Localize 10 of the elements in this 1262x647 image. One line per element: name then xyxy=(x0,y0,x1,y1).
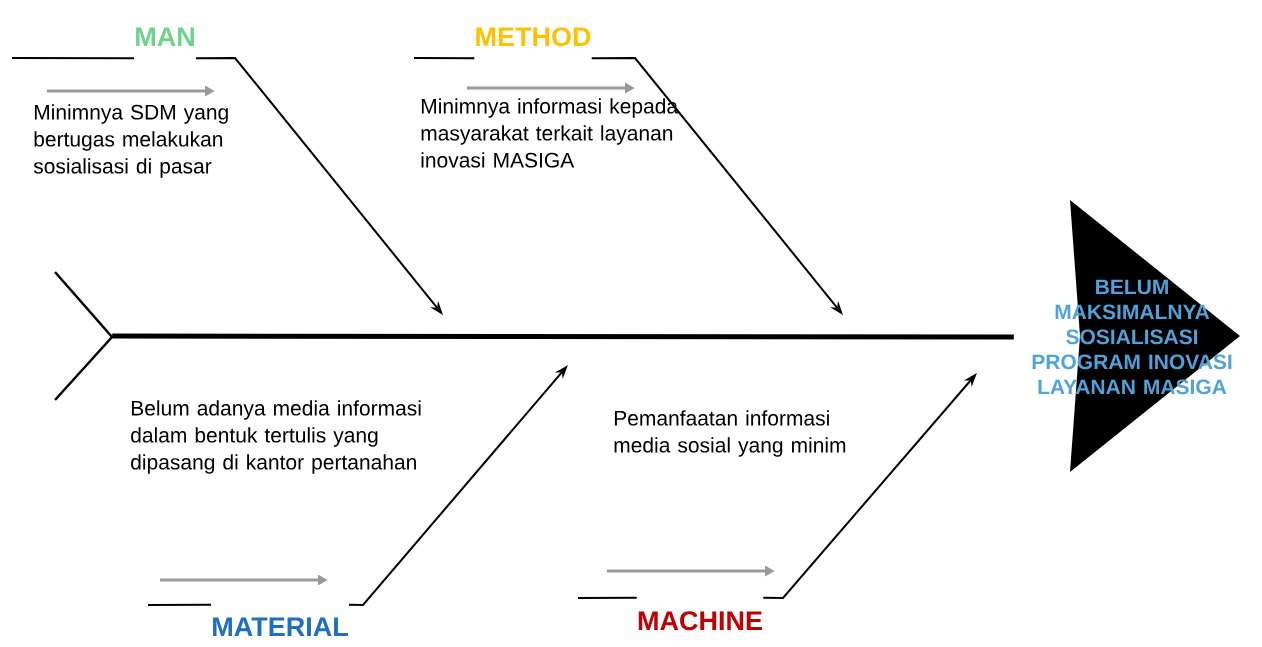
category-label: MACHINE xyxy=(638,611,762,631)
category-label: METHOD xyxy=(476,27,591,47)
cause-text: Belum adanya media informasi dalam bentuk tertulis yang dipasang di kantor pertanahan xyxy=(131,400,421,474)
spine-line xyxy=(112,333,1014,340)
cause-text: Pemanfaatan informasi media sosial yang minim xyxy=(614,410,846,457)
category-label: MATERIAL xyxy=(213,617,348,636)
fish-tail xyxy=(54,271,114,401)
category-label: MAN xyxy=(136,27,194,46)
cause-text: Minimnya SDM yang bertugas melakukan sosialisasi di pasar xyxy=(33,104,228,178)
cause-text: Minimnya informasi kepada masyarakat terkait layanan inovasi MASIGA xyxy=(421,98,679,168)
